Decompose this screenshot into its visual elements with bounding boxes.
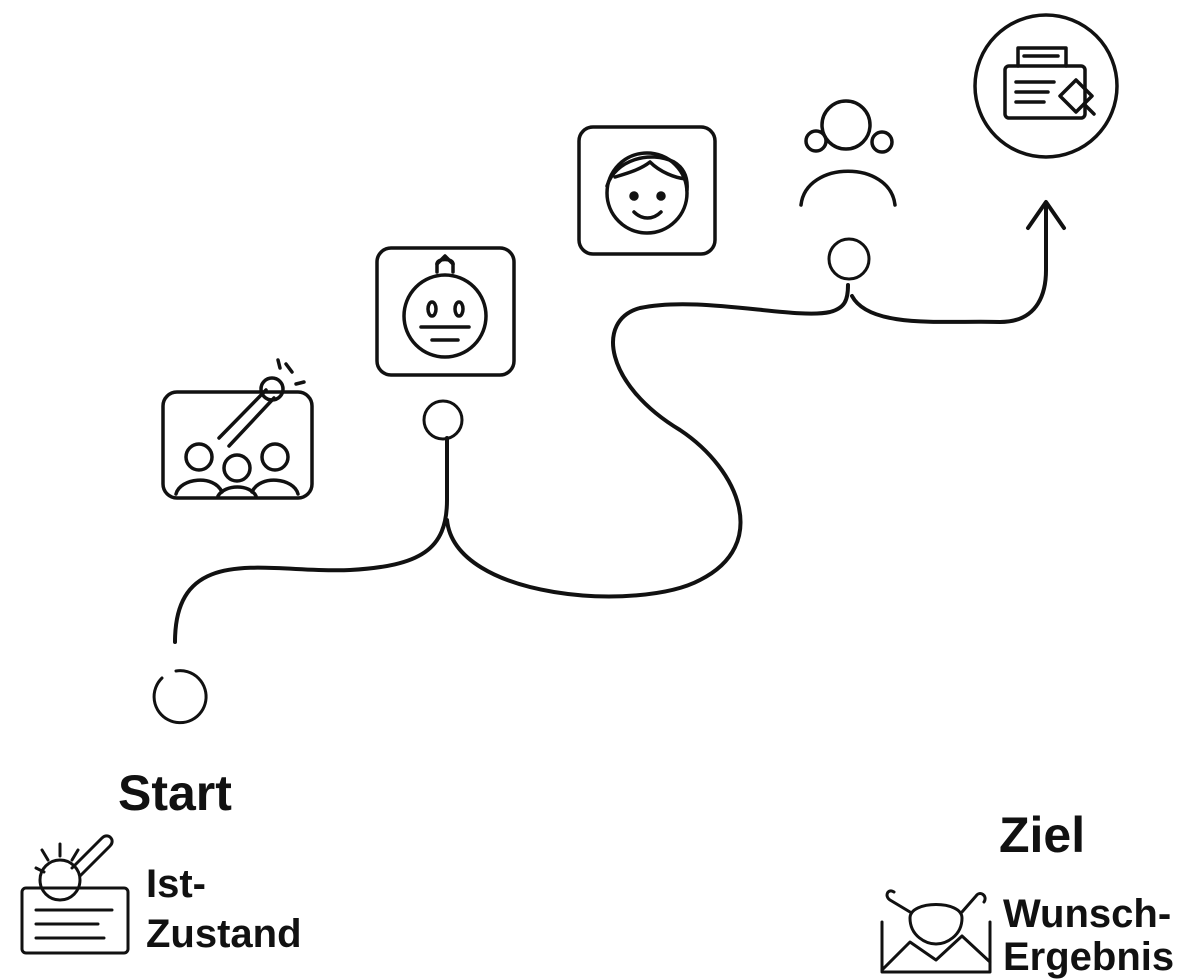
- junction-node-icon: [827, 237, 871, 281]
- neutral-face-icon: [375, 246, 516, 377]
- start-title: Start: [118, 765, 232, 821]
- goal-path: [850, 203, 1048, 324]
- ist-zustand-icon: [20, 834, 130, 955]
- group-of-people-icon: [799, 99, 897, 207]
- goal-title: Ziel: [999, 807, 1086, 863]
- journey-path: [173, 283, 850, 644]
- goal-state-line2: Ergebnis: [1003, 935, 1175, 979]
- start-state-line2: Zustand: [146, 912, 302, 956]
- start-state-line1: Ist-: [146, 862, 206, 906]
- start-node-icon: [152, 669, 208, 725]
- goal-state-line1: Wunsch-: [1003, 892, 1172, 936]
- document-in-circle-icon: [973, 13, 1119, 159]
- junction-node-icon: [422, 399, 464, 441]
- wunsch-ergebnis-icon: [880, 889, 992, 974]
- smiling-face-icon: [577, 125, 717, 256]
- goal-arrowhead-icon: [1026, 200, 1066, 230]
- team-with-wrench-icon: [161, 358, 314, 500]
